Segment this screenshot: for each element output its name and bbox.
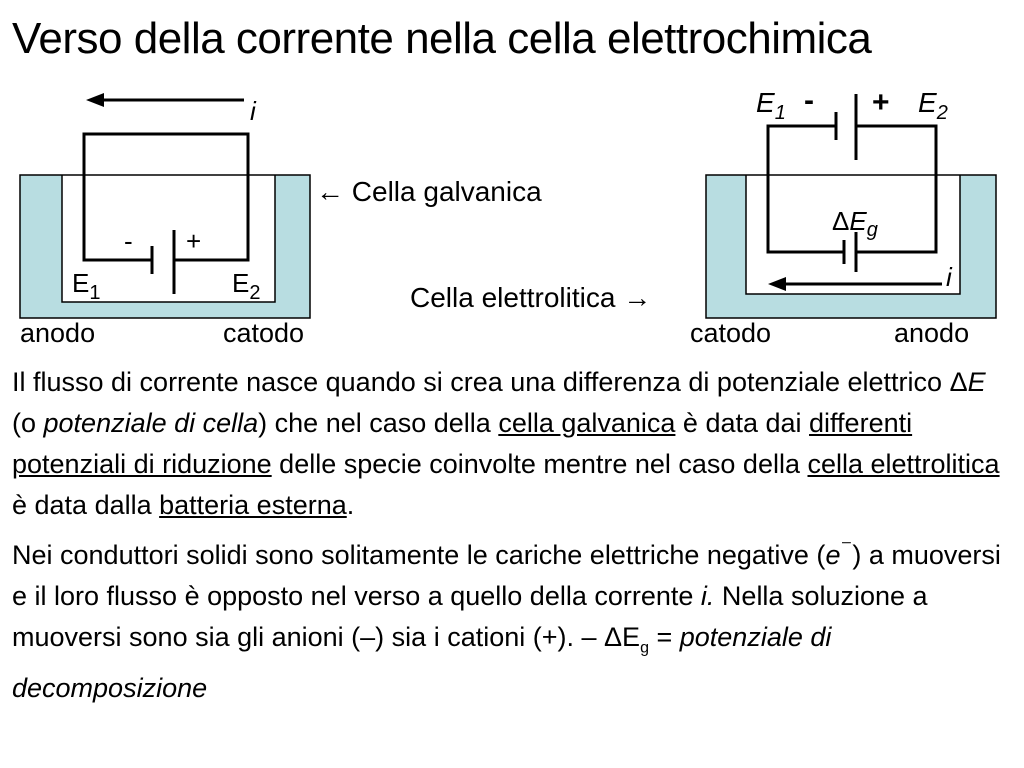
anode-label: anodo xyxy=(894,318,969,348)
e2-label: E2 xyxy=(232,268,260,304)
galvanic-cell-text: Cella galvanica xyxy=(351,176,542,207)
e1-label: E1 xyxy=(756,87,786,124)
cathode-label: catodo xyxy=(223,318,304,348)
electrolyte-bath xyxy=(19,174,311,319)
minus-sign: - xyxy=(804,84,814,117)
plus-sign: + xyxy=(186,226,201,256)
e2-label: E2 xyxy=(918,87,948,124)
minus-sign: - xyxy=(124,226,133,256)
delta-eg-label: ΔEg xyxy=(832,206,878,241)
circuit-wire xyxy=(766,124,938,254)
plus-sign: + xyxy=(872,86,890,119)
slide-title: Verso della corrente nella cella elettro… xyxy=(12,14,872,63)
term-external-battery: batteria esterna xyxy=(159,490,347,520)
current-arrow xyxy=(768,277,942,291)
term-reduction-potentials: differenti potenziali di riduzione xyxy=(12,408,913,479)
current-label: i xyxy=(250,96,257,126)
circuit-wire xyxy=(82,132,250,262)
arrow-left-icon: ← xyxy=(316,176,344,207)
galvanic-cell-diagram: i - + E1 E2 anodo catodo xyxy=(19,93,311,348)
current-label: i xyxy=(946,262,953,292)
electrolytic-cell-diagram: i E1 - + E2 ΔEg catodo anodo xyxy=(690,84,997,348)
anode-label: anodo xyxy=(20,318,95,348)
current-arrow xyxy=(86,93,244,107)
galvanic-cell-label: ← Cella galvanica xyxy=(316,176,542,208)
term-electrolytic-cell: cella elettrolitica xyxy=(807,449,1000,479)
e1-label: E1 xyxy=(72,268,100,304)
body-text: Il flusso di corrente nasce quando si cr… xyxy=(12,362,1012,709)
cathode-label: catodo xyxy=(690,318,771,348)
paragraph-charge-carriers: Nei conduttori solidi sono solitamente l… xyxy=(12,534,1001,704)
electrolyte-bath xyxy=(705,174,997,319)
term-galvanic-cell: cella galvanica xyxy=(498,408,676,438)
arrow-right-icon: → xyxy=(623,282,652,313)
electrolytic-cell-text: Cella elettrolitica xyxy=(410,282,616,313)
paragraph-current-flow: Il flusso di corrente nasce quando si cr… xyxy=(12,367,1000,520)
electrolytic-cell-label: Cella elettrolitica → xyxy=(410,282,651,314)
